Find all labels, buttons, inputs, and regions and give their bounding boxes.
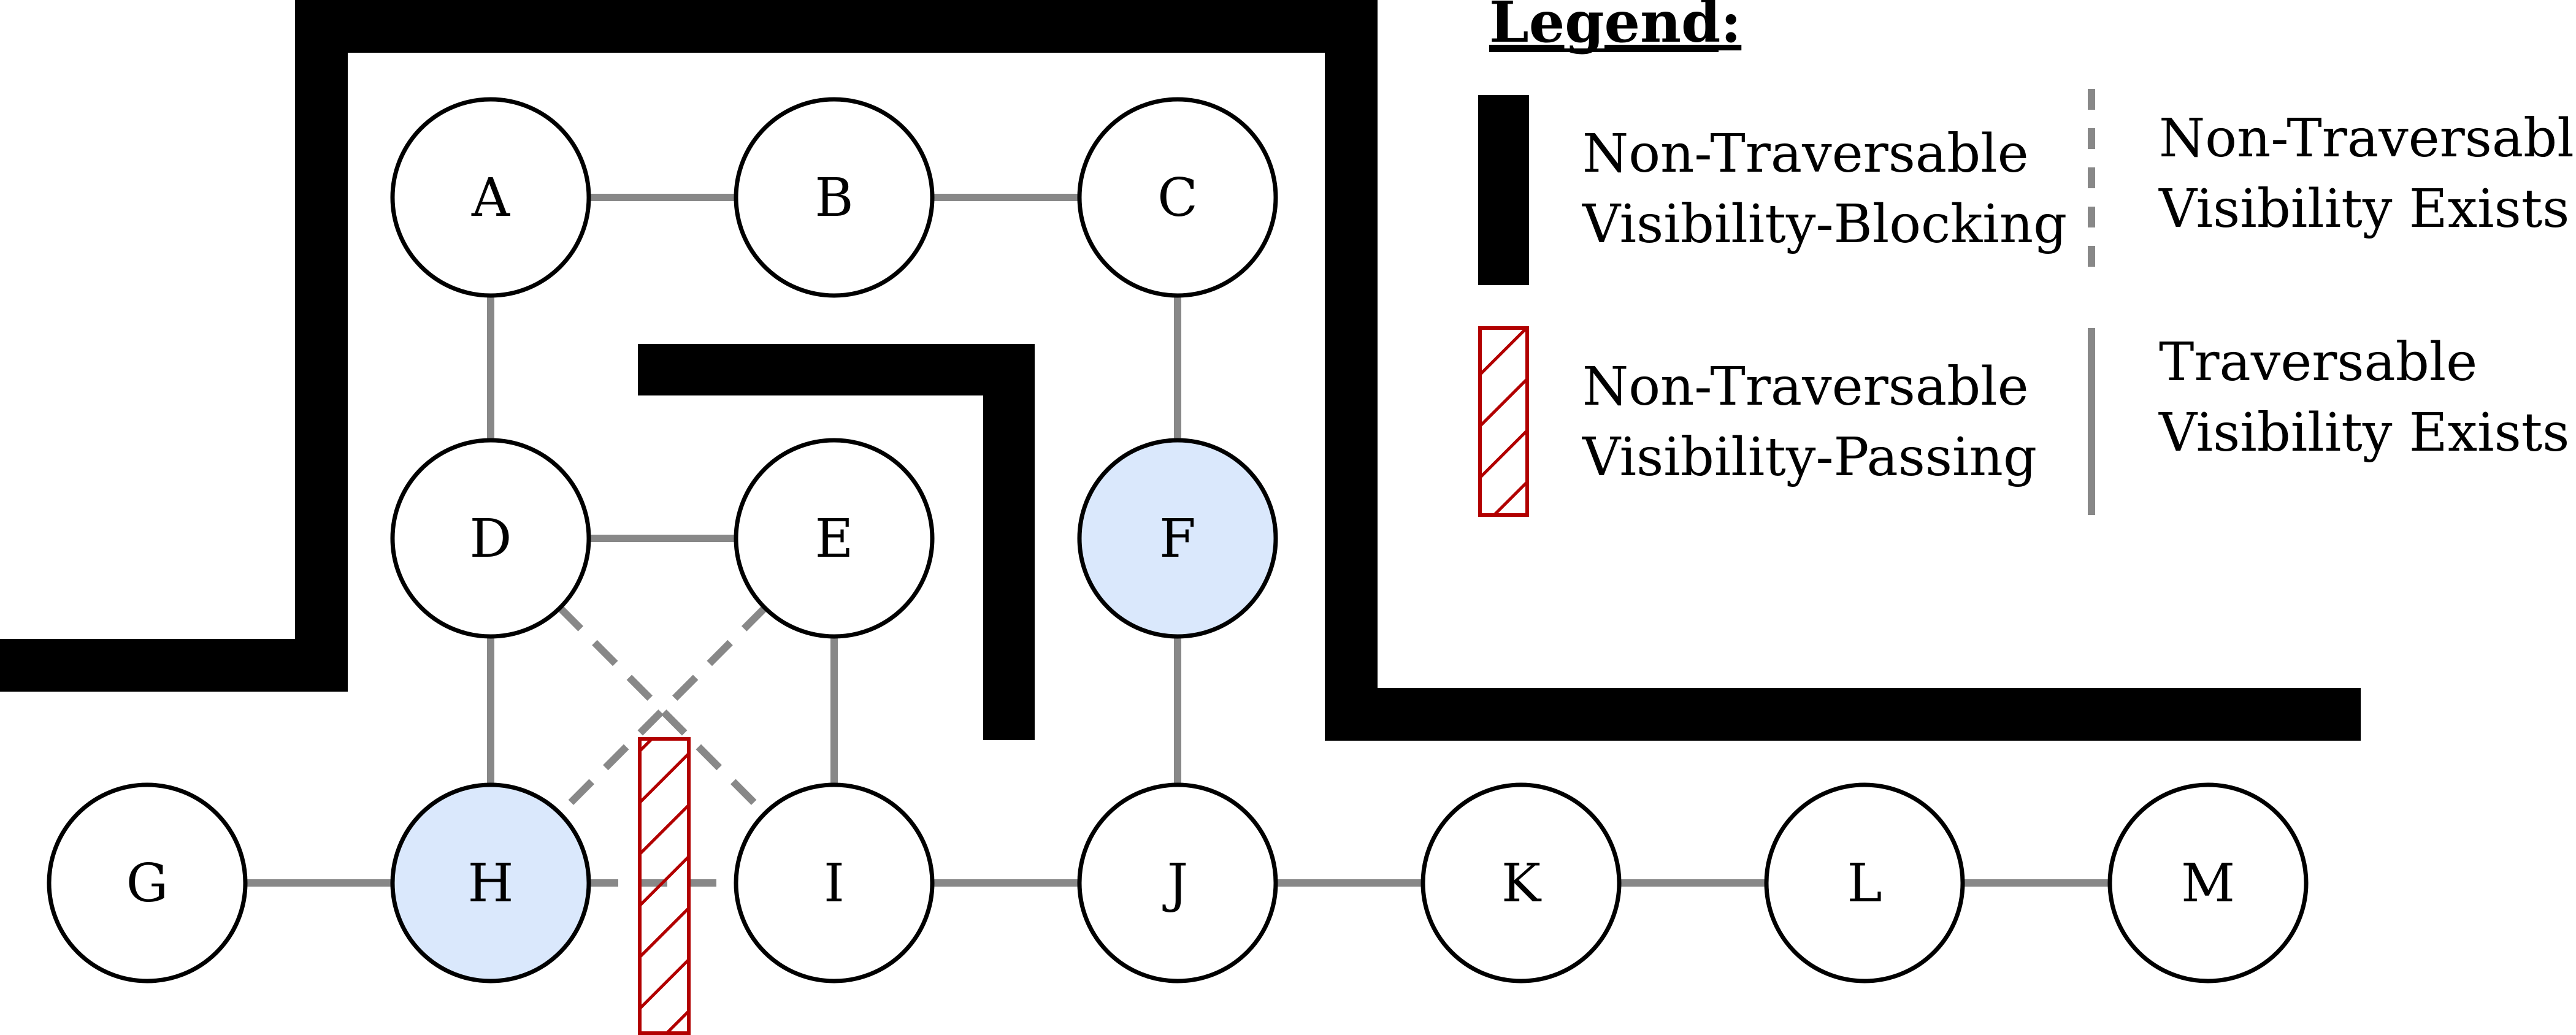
legend-hatch-line1: Non-Traversable bbox=[1582, 356, 2029, 418]
solid-black-bar-icon bbox=[1478, 95, 1529, 285]
walls-layer bbox=[0, 0, 2361, 741]
red-hatched-bar-icon bbox=[1478, 326, 1529, 517]
nodes-layer: A B C D E F G H I J K L M bbox=[47, 97, 2309, 983]
node-label: E bbox=[815, 508, 854, 570]
node-circle bbox=[1077, 97, 1278, 298]
legend-dashed-line1: Non-Traversable bbox=[2159, 108, 2576, 169]
node-circle bbox=[2107, 782, 2309, 983]
legend-hatch-line2: Visibility-Passing bbox=[1582, 427, 2037, 488]
legend: Legend: Non-Traversable Visibility-Block… bbox=[1478, 0, 2576, 517]
node-c: C bbox=[1077, 97, 1278, 298]
node-m: M bbox=[2107, 782, 2309, 983]
node-circle bbox=[1764, 782, 1965, 983]
legend-dashed-line2: Visibility Exists bbox=[2158, 178, 2569, 240]
node-circle bbox=[734, 438, 935, 639]
node-j: J bbox=[1077, 782, 1278, 983]
node-b: B bbox=[734, 97, 935, 298]
legend-wall-line2: Visibility-Blocking bbox=[1582, 194, 2067, 255]
node-d: D bbox=[390, 438, 591, 639]
node-a: A bbox=[390, 97, 591, 298]
node-circle bbox=[390, 97, 591, 298]
node-circle bbox=[47, 782, 248, 983]
legend-title: Legend: bbox=[1489, 0, 1741, 55]
node-k: K bbox=[1420, 782, 1622, 983]
node-label: I bbox=[824, 853, 845, 914]
node-label: G bbox=[126, 853, 169, 914]
node-label: M bbox=[2181, 853, 2235, 914]
node-circle bbox=[390, 782, 591, 983]
node-label: F bbox=[1159, 508, 1196, 570]
legend-wall-line1: Non-Traversable bbox=[1582, 123, 2029, 185]
node-circle bbox=[1420, 782, 1622, 983]
node-label: H bbox=[468, 853, 514, 914]
legend-solid-line1: Traversable bbox=[2159, 332, 2477, 393]
node-h: H bbox=[390, 782, 591, 983]
node-g: G bbox=[47, 782, 248, 983]
legend-solid-line2: Visibility Exists bbox=[2158, 402, 2569, 464]
node-e: E bbox=[734, 438, 935, 639]
node-label: D bbox=[470, 508, 512, 570]
visibility-passing-obstacle bbox=[638, 737, 691, 1035]
node-label: J bbox=[1162, 853, 1188, 914]
node-label: C bbox=[1157, 167, 1198, 229]
node-f: F bbox=[1077, 438, 1278, 639]
node-label: B bbox=[815, 167, 853, 229]
node-circle bbox=[1077, 438, 1278, 639]
node-circle bbox=[390, 438, 591, 639]
node-label: A bbox=[471, 167, 510, 229]
node-i: I bbox=[734, 782, 935, 983]
inner-wall bbox=[638, 344, 1035, 740]
node-circle bbox=[734, 97, 935, 298]
node-circle bbox=[734, 782, 935, 983]
node-label: L bbox=[1847, 853, 1882, 914]
outer-wall bbox=[0, 0, 2361, 741]
node-l: L bbox=[1764, 782, 1965, 983]
node-circle bbox=[1077, 782, 1278, 983]
node-label: K bbox=[1501, 853, 1542, 914]
